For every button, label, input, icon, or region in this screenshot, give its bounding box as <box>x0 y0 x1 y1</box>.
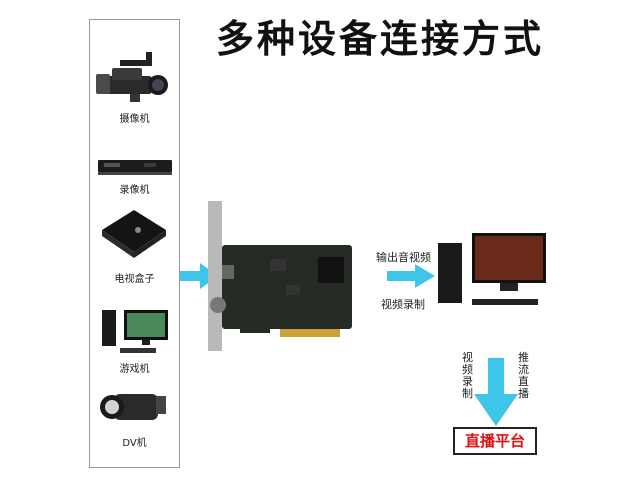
arrow-to-pc-icon <box>387 264 435 288</box>
device-label-dv: DV机 <box>122 438 147 449</box>
arrow-down-icon <box>474 358 518 426</box>
page-title: 多种设备连接方式 <box>215 17 544 61</box>
game-console-icon <box>90 302 179 362</box>
label-output-av: 输出音视频 <box>376 251 431 264</box>
live-platform-box: 直播平台 <box>453 427 537 455</box>
label-down-left: 视频录制 <box>462 351 473 400</box>
device-label-camera: 摄像机 <box>119 114 150 125</box>
label-video-record: 视频录制 <box>381 298 425 311</box>
device-list: 摄像机 录像机 电视盒子 游戏机 <box>89 19 180 468</box>
desktop-computer-icon <box>434 215 554 313</box>
device-label-tvbox: 电视盒子 <box>114 274 155 285</box>
video-camera-icon <box>90 38 179 118</box>
tv-box-icon <box>90 200 179 268</box>
capture-card-icon <box>200 195 375 355</box>
dv-camera-icon <box>90 380 179 430</box>
label-down-right: 推流直播 <box>518 351 529 400</box>
video-recorder-icon <box>90 148 179 188</box>
device-label-recorder: 录像机 <box>119 185 150 196</box>
device-label-console: 游戏机 <box>119 364 150 375</box>
